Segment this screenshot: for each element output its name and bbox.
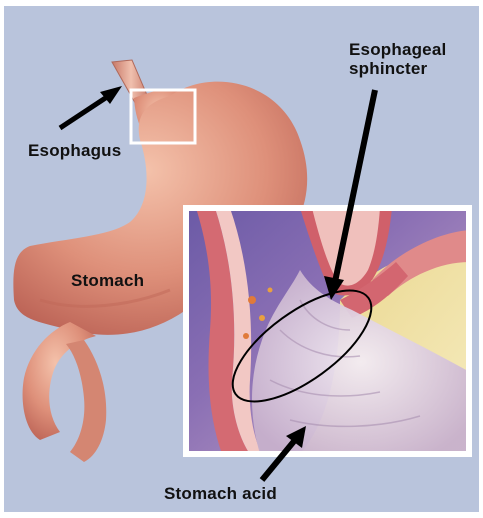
sphincter-label-line1: Esophageal	[349, 40, 446, 59]
inset-magnified-view	[186, 208, 470, 454]
stomach-acid-label: Stomach acid	[164, 484, 277, 503]
sphincter-label: Esophageal sphincter	[349, 40, 446, 78]
sphincter-label-line2: sphincter	[349, 59, 446, 78]
esophagus-arrow	[60, 86, 122, 128]
stomach-label: Stomach	[71, 271, 144, 290]
esophagus-label: Esophagus	[28, 141, 121, 160]
duodenum-lower	[66, 340, 106, 462]
